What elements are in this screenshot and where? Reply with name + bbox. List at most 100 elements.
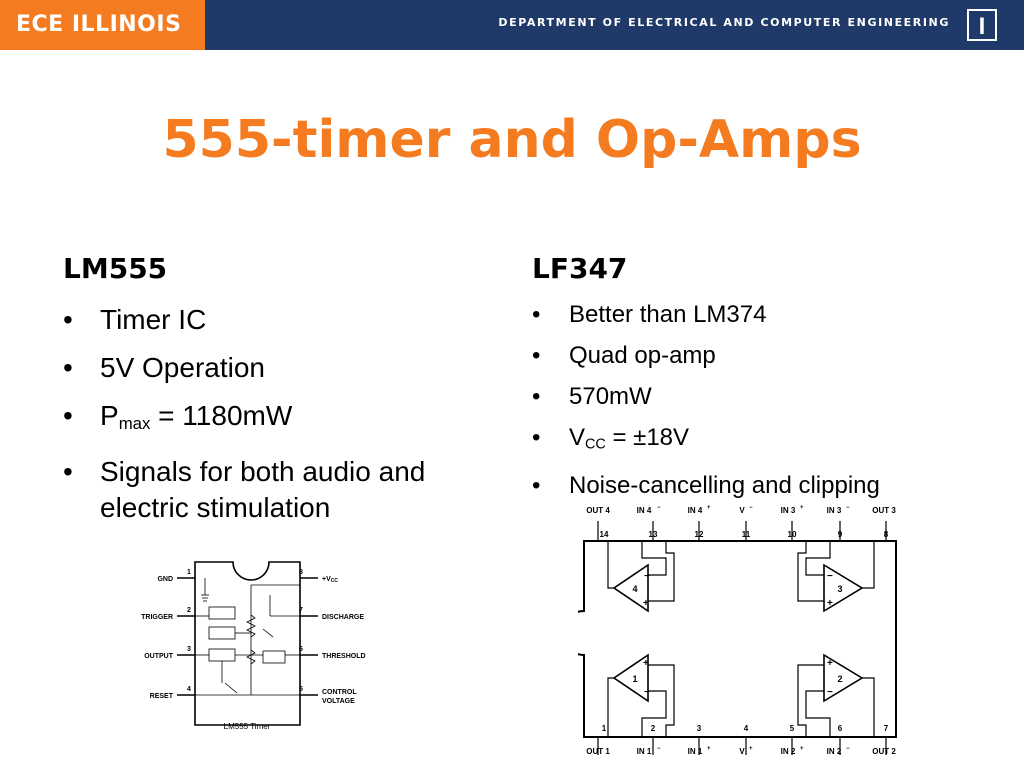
lf347-pinout-diagram: − + − + + − + − 4 3 1 2 OUT 4 IN 4 IN 4 V IN…	[578, 505, 897, 756]
pin-label-threshold: THRESHOLD	[322, 653, 366, 660]
op-amp-minus-sign: −	[827, 687, 833, 698]
superscript-plus: +	[707, 505, 711, 511]
pin-number: 3	[187, 646, 191, 653]
pin-number: 2	[187, 607, 191, 614]
pin-label-discharge: DISCHARGE	[322, 614, 364, 621]
illinois-i-logo-icon: I	[967, 9, 997, 41]
pin-number: 1	[602, 724, 607, 733]
pin-label: IN 4	[637, 506, 652, 515]
bullet: •	[532, 383, 541, 410]
list-item: •5V Operation	[63, 350, 483, 386]
list-item: •Quad op-amp	[532, 342, 716, 369]
lm555-heading: LM555	[63, 252, 168, 285]
lm555-caption: LM555 Timer	[224, 722, 271, 731]
list-item: •Timer IC	[63, 302, 483, 338]
lf347-bullet-list: •Better than LM374 •Quad op-amp •570mW •…	[532, 300, 1012, 512]
pin-number: 14	[600, 530, 609, 539]
bullet: •	[63, 352, 73, 383]
bullet: •	[532, 301, 541, 328]
pin-label-trigger: TRIGGER	[141, 614, 173, 621]
pin-label-vcc: +VCC	[322, 576, 338, 584]
superscript-minus: −	[657, 746, 661, 752]
pin-number: 2	[651, 724, 656, 733]
op-amp-minus-sign: −	[827, 571, 833, 582]
superscript-plus: +	[800, 505, 804, 511]
pin-number: 10	[788, 530, 797, 539]
op-amp-plus-sign: +	[827, 598, 833, 609]
list-item: •Noise-cancelling and clipping	[532, 471, 880, 499]
pin-number: 6	[838, 724, 843, 733]
pin-number: 3	[697, 724, 702, 733]
op-amp-minus-sign: −	[644, 687, 650, 698]
pin-label: IN 4	[688, 506, 703, 515]
pin-label: IN 2	[781, 747, 796, 756]
superscript-minus: −	[657, 505, 661, 511]
illinois-i-letter: I	[979, 13, 986, 40]
bullet: •	[532, 342, 541, 369]
pin-number: 5	[790, 724, 795, 733]
op-amp-plus-sign: +	[643, 598, 649, 609]
pin-number: 7	[299, 607, 303, 614]
superscript-minus: −	[846, 746, 850, 752]
pin-number: 13	[649, 530, 658, 539]
pin-label: IN 2	[827, 747, 842, 756]
superscript-plus: +	[800, 746, 804, 752]
pin-number: 9	[838, 530, 843, 539]
superscript-minus: −	[846, 505, 850, 511]
pin-number: 11	[742, 530, 751, 539]
bullet: •	[63, 400, 73, 431]
op-amp-number: 2	[837, 674, 842, 684]
slide-title: 555-timer and Op-Amps	[162, 110, 862, 170]
pin-label-output: OUTPUT	[144, 653, 174, 660]
list-item: •570mW	[532, 383, 652, 410]
superscript-minus: −	[749, 505, 753, 511]
pin-label-gnd: GND	[157, 576, 173, 583]
list-item: •VCC = ±18V	[532, 424, 690, 453]
pin-number: 12	[695, 530, 704, 539]
pin-number: 8	[299, 569, 303, 576]
ece-illinois-logo: ECE ILLINOIS	[0, 0, 205, 50]
pin-label: IN 1	[637, 747, 652, 756]
pin-number: 5	[299, 686, 303, 693]
op-amp-number: 4	[632, 584, 637, 594]
op-amp-number: 3	[837, 584, 842, 594]
bullet: •	[532, 424, 541, 451]
list-item: •Better than LM374	[532, 301, 767, 328]
internal-circuit	[195, 578, 300, 696]
pin-label-voltage: VOLTAGE	[322, 698, 355, 705]
pin-number: 6	[299, 646, 303, 653]
pin-label: OUT 2	[872, 747, 896, 756]
header-bar: ECE ILLINOIS DEPARTMENT OF ELECTRICAL AN…	[0, 0, 1024, 50]
lm555-bullet-list: •Timer IC •5V Operation •Pmax = 1180mW •…	[63, 302, 483, 538]
pin-label-control: CONTROL	[322, 689, 357, 696]
pin-number: 7	[884, 724, 889, 733]
bullet: •	[63, 456, 73, 488]
pin-label: IN 3	[827, 506, 842, 515]
pin-label: OUT 3	[872, 506, 896, 515]
op-amp-plus-sign: +	[827, 658, 833, 669]
bullet: •	[63, 304, 73, 335]
pin-number: 4	[744, 724, 749, 733]
op-amp-number: 1	[632, 674, 637, 684]
lm555-pinout-diagram: GND TRIGGER OUTPUT RESET 1 2 3 4 8 7 6 5…	[141, 561, 366, 731]
pin-label: IN 1	[688, 747, 703, 756]
pin-label: OUT 4	[586, 506, 610, 515]
pin-label: V	[739, 506, 745, 515]
superscript-plus: +	[707, 746, 711, 752]
superscript-plus: +	[749, 746, 753, 752]
pin-label: IN 3	[781, 506, 796, 515]
bullet: •	[532, 471, 541, 499]
pin-label-reset: RESET	[150, 693, 174, 700]
department-name: DEPARTMENT OF ELECTRICAL AND COMPUTER EN…	[498, 16, 950, 29]
pin-number: 1	[187, 569, 191, 576]
lf347-heading: LF347	[532, 252, 628, 285]
pin-label: V	[739, 747, 745, 756]
list-item: •Pmax = 1180mW	[63, 400, 293, 434]
list-item: •Signals for both audio and electric sti…	[63, 456, 426, 524]
pin-label: OUT 1	[586, 747, 610, 756]
internal-wiring	[597, 521, 887, 755]
pin-number: 4	[187, 686, 191, 693]
op-amp-plus-sign: +	[643, 658, 649, 669]
op-amp-minus-sign: −	[644, 571, 650, 582]
pin-number: 8	[884, 530, 889, 539]
